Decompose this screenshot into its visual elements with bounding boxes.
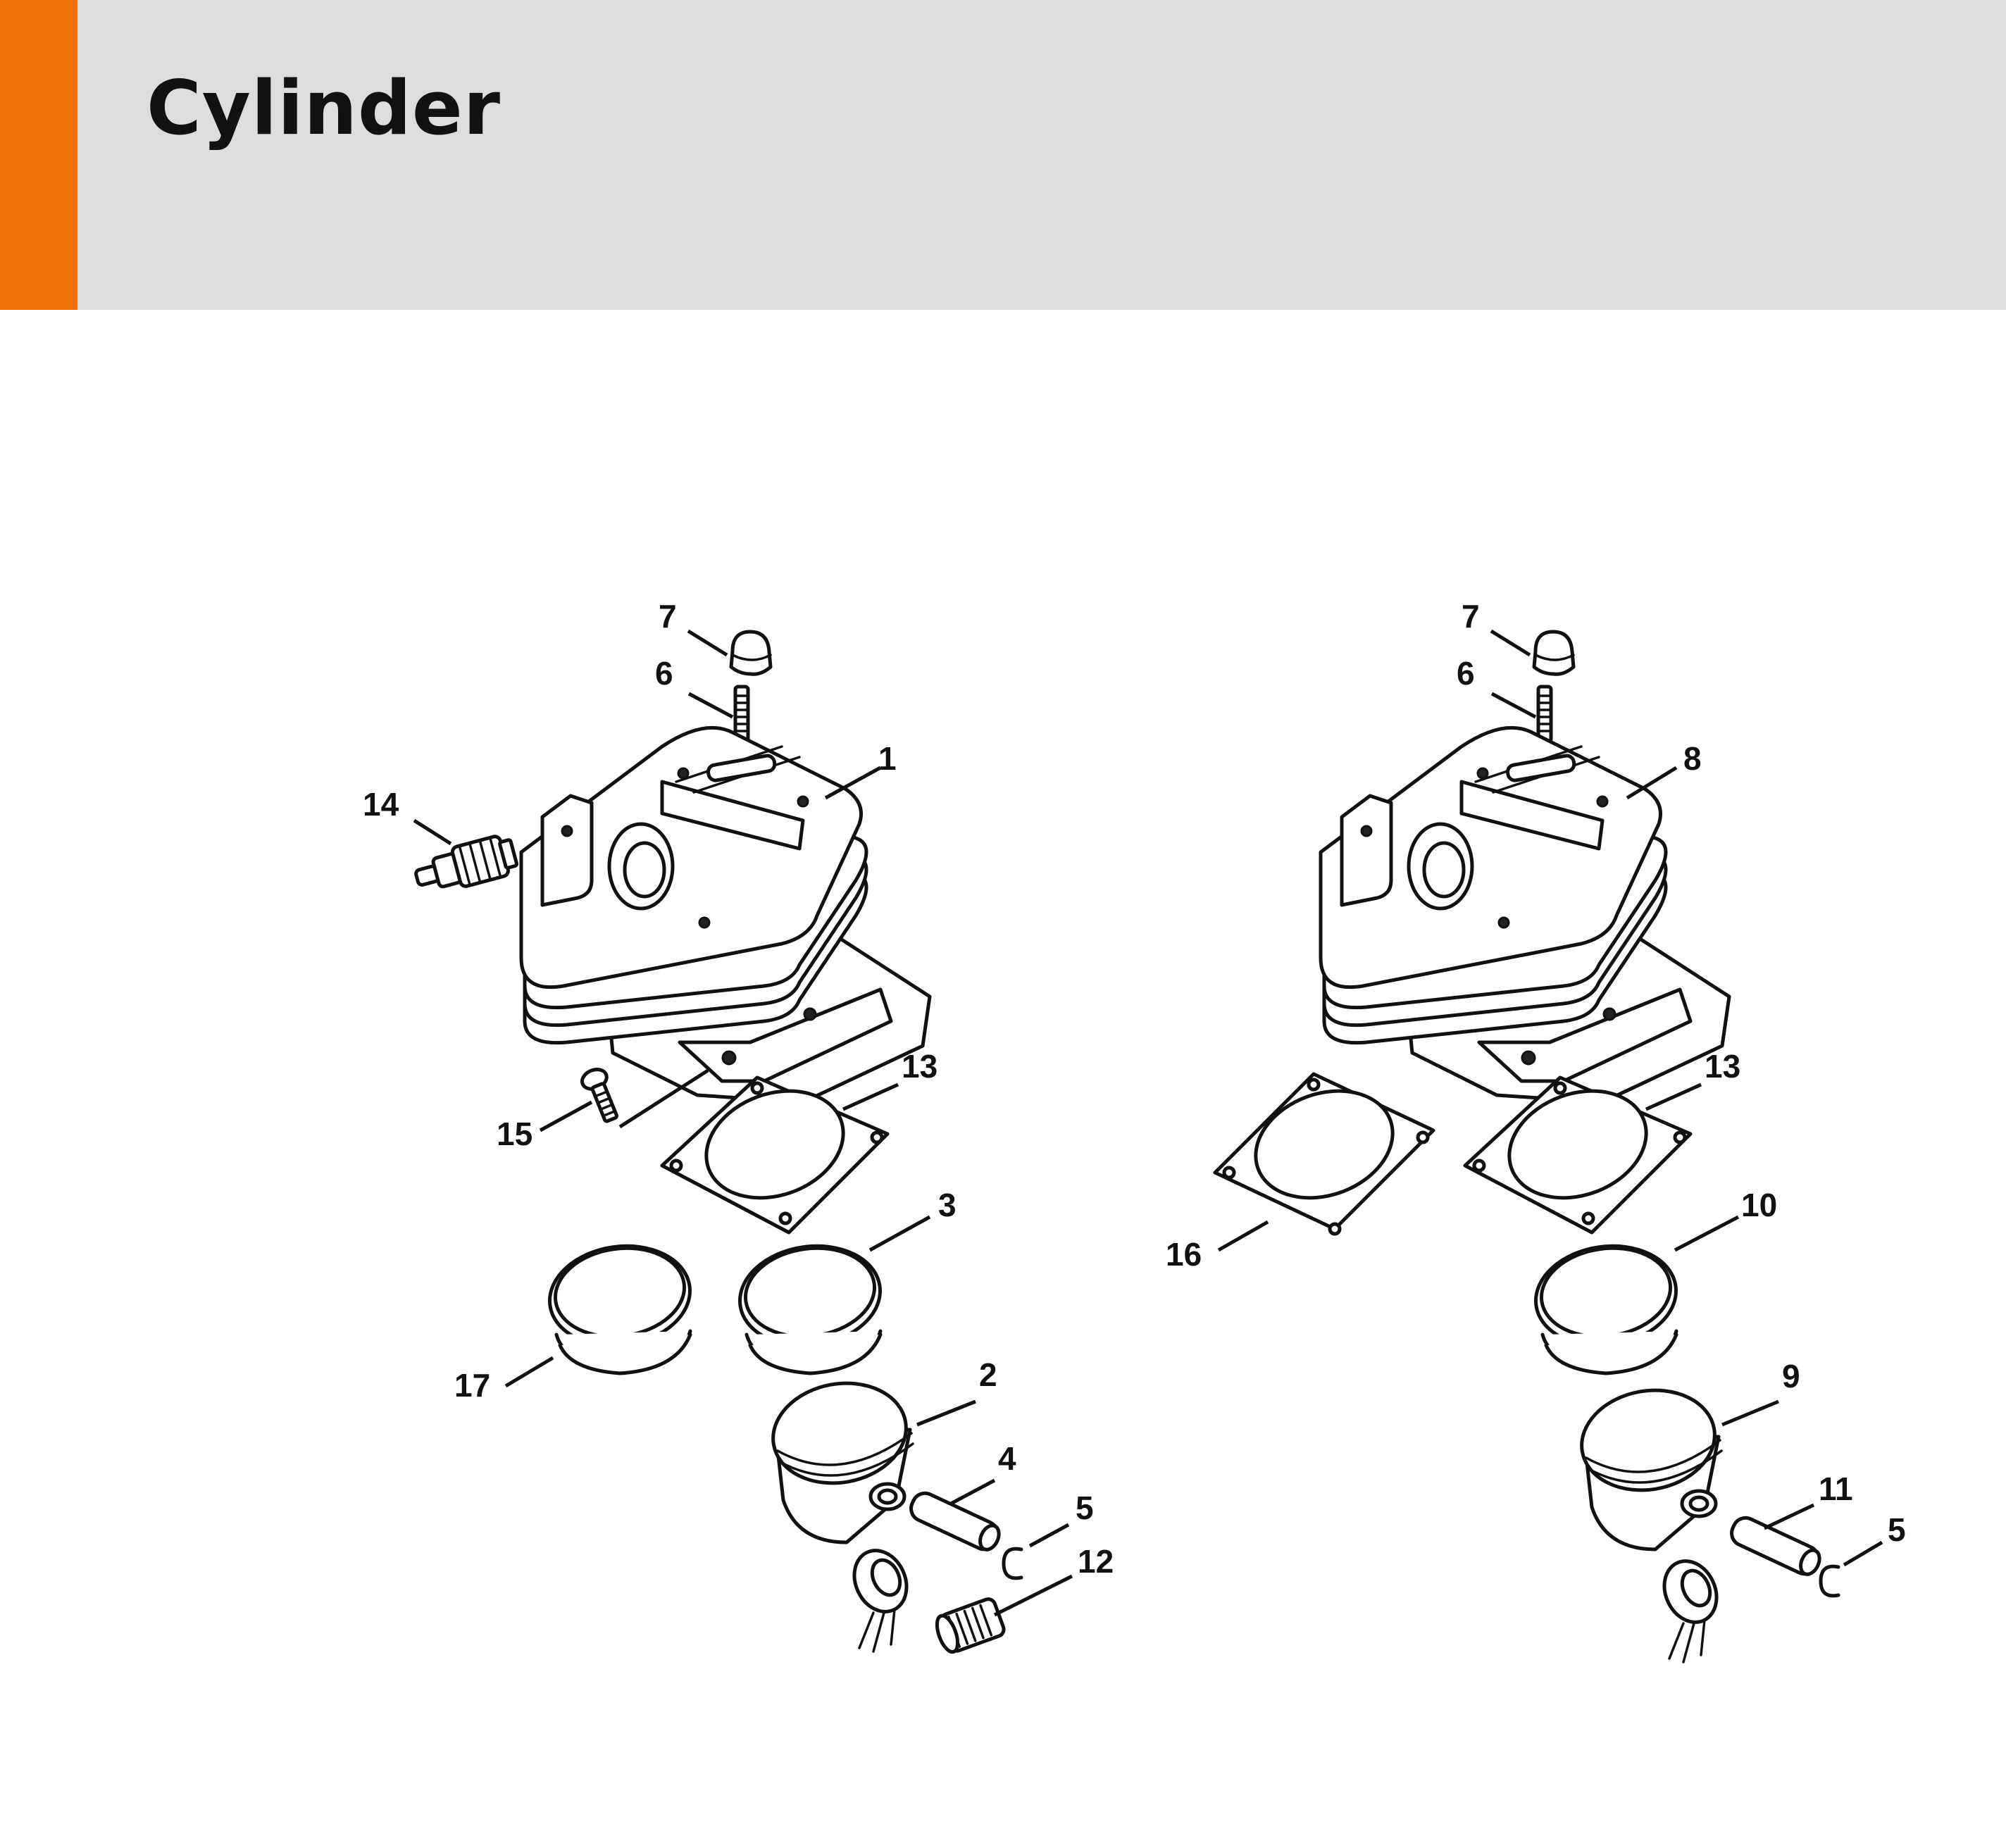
circlip-illustration: [1002, 1547, 1023, 1580]
screw-illustration: [580, 1068, 618, 1123]
callout-3: 3: [938, 1187, 957, 1223]
callout-6: 6: [655, 655, 673, 692]
cylinder-illustration: [1319, 725, 1731, 1104]
gasket-illustration: [1463, 1075, 1693, 1235]
stud-illustration: [1536, 685, 1553, 744]
piston-pin-illustration: [909, 1491, 1001, 1552]
connecting-rod-illustration: [852, 1549, 909, 1653]
callout-1: 1: [878, 740, 897, 777]
page-header: Cylinder: [0, 0, 2006, 310]
callout-5: 5: [1888, 1511, 1906, 1548]
cap-nut-illustration: [1532, 630, 1576, 676]
callout-11: 11: [1819, 1471, 1853, 1507]
page-title: Cylinder: [147, 65, 502, 151]
callout-17: 17: [454, 1367, 490, 1404]
gasket-illustration: [1213, 1072, 1435, 1236]
callout-9: 9: [1782, 1358, 1800, 1394]
spark-plug-illustration: [414, 835, 519, 889]
right-assembly: 7 6 8 13 16 10 9 11 5: [1166, 598, 1906, 1663]
left-assembly: 7 6 1 14 15 13 3 17 2 4 5 12: [363, 598, 1114, 1654]
piston-rings-illustration: [547, 1244, 692, 1375]
callout-13: 13: [902, 1048, 937, 1085]
piston-pin-illustration: [1730, 1516, 1821, 1576]
callout-6: 6: [1457, 655, 1475, 692]
connecting-rod-illustration: [1662, 1559, 1719, 1663]
callout-5: 5: [1076, 1490, 1094, 1526]
callout-12: 12: [1078, 1543, 1114, 1580]
header-accent-bar: [0, 0, 77, 310]
callout-2: 2: [979, 1356, 997, 1393]
callout-7: 7: [1462, 598, 1480, 635]
gasket-illustration: [660, 1075, 890, 1235]
callout-10: 10: [1741, 1187, 1777, 1223]
callout-7: 7: [659, 598, 677, 635]
callout-13: 13: [1705, 1048, 1740, 1085]
needle-cage-illustration: [935, 1597, 1006, 1654]
callout-16: 16: [1166, 1236, 1202, 1273]
piston-rings-illustration: [737, 1244, 883, 1375]
callout-14: 14: [363, 786, 399, 823]
callout-15: 15: [497, 1116, 532, 1152]
callout-4: 4: [998, 1440, 1016, 1477]
piston-illustration: [771, 1381, 914, 1544]
piston-rings-illustration: [1533, 1244, 1678, 1375]
cylinder-illustration: [519, 725, 932, 1104]
circlip-illustration: [1819, 1564, 1840, 1598]
cap-nut-illustration: [729, 630, 773, 676]
piston-illustration: [1580, 1388, 1723, 1552]
callout-8: 8: [1683, 740, 1702, 777]
